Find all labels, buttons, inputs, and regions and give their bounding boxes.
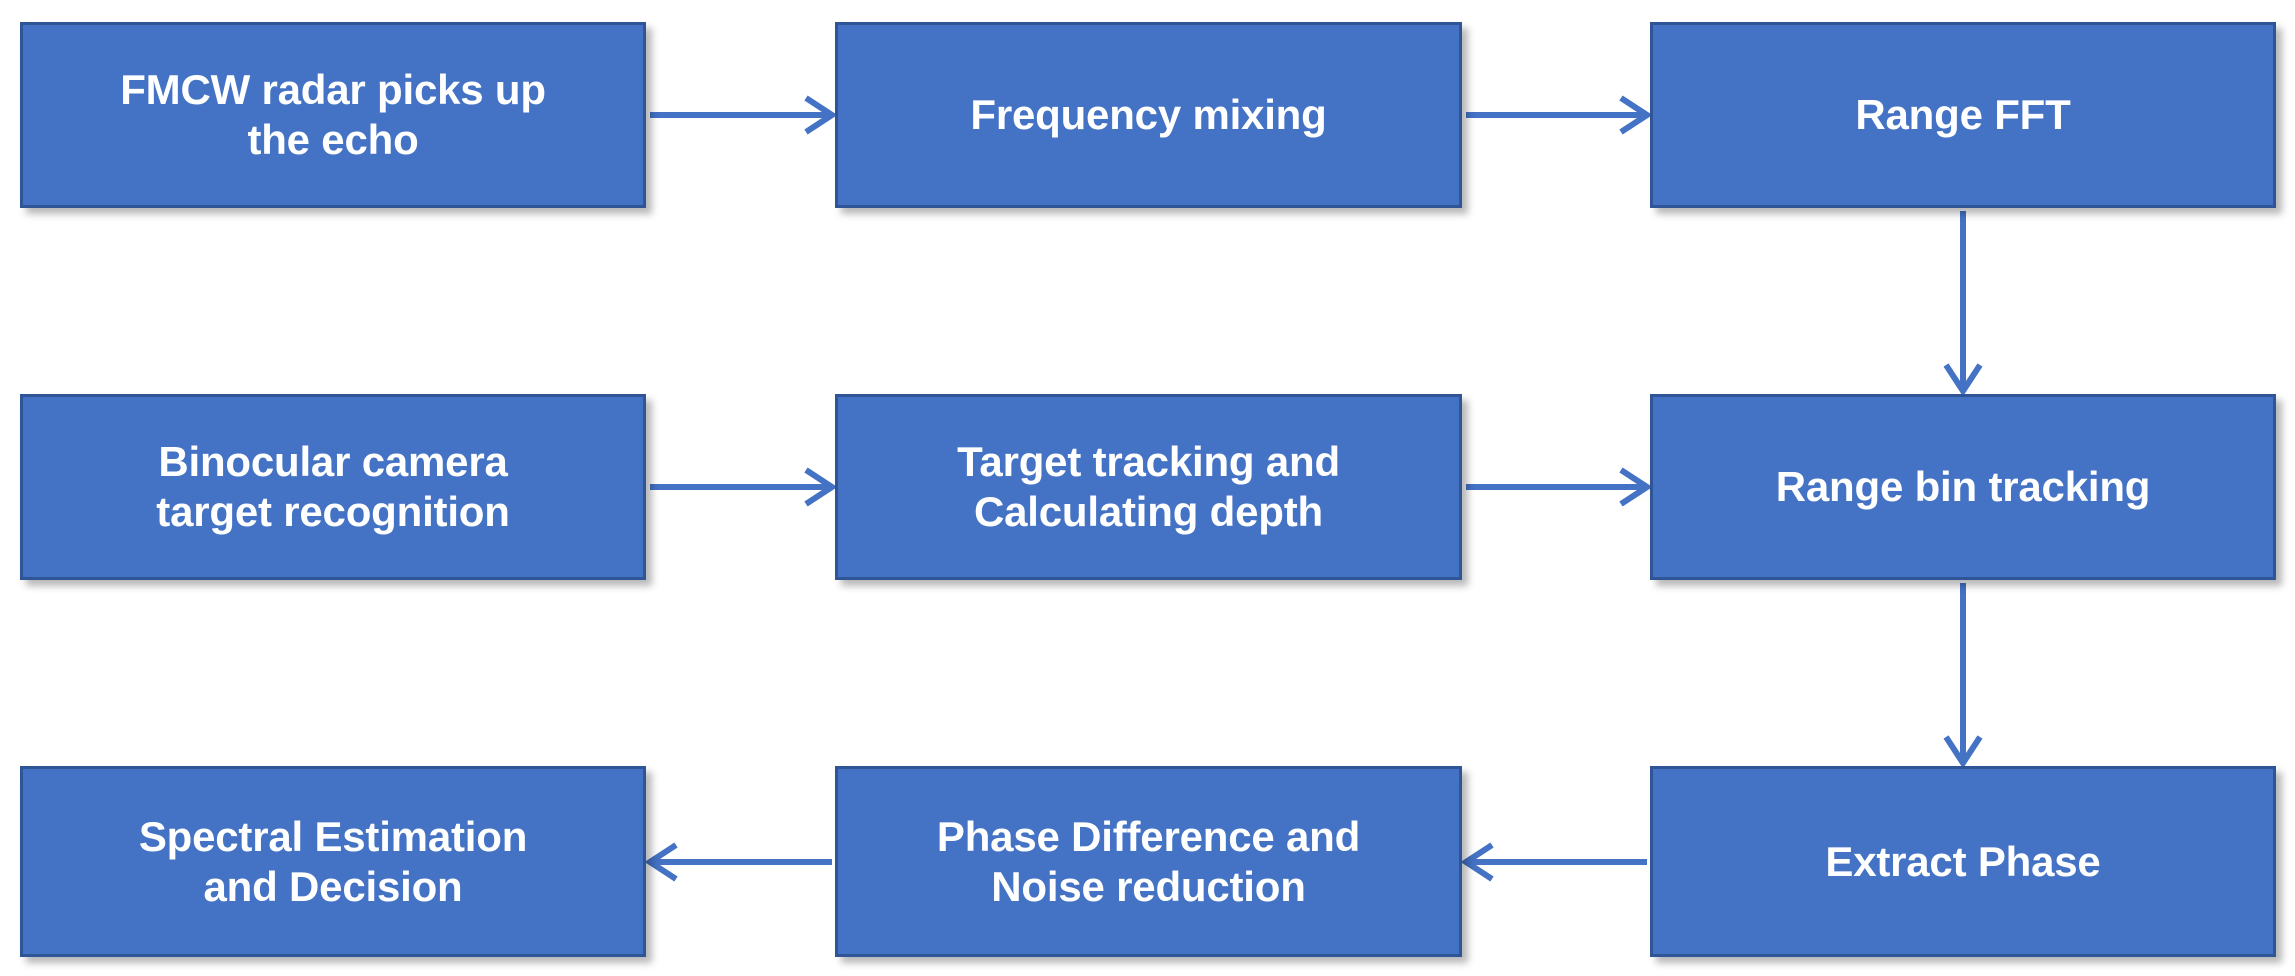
node-label: Extract Phase xyxy=(1825,837,2101,885)
node-label: Spectral Estimation and Decision xyxy=(138,812,528,910)
arrow-head xyxy=(804,95,838,135)
arrow-edge-mixing-to-rangefft xyxy=(1466,95,1653,135)
node-binocular-camera-target-recognition[interactable]: Binocular camera target recognition xyxy=(20,394,646,580)
arrow-edge-tracking-to-rangebin xyxy=(1466,467,1653,507)
arrow-head xyxy=(1619,95,1653,135)
arrow-head xyxy=(804,467,838,507)
node-phase-difference-and-noise-reduction[interactable]: Phase Difference and Noise reduction xyxy=(835,766,1462,957)
node-label: FMCW radar picks up the echo xyxy=(120,66,546,163)
arrow-edge-rangefft-to-rangebin xyxy=(1943,211,1983,397)
arrow-edge-phasediff-to-spectral xyxy=(644,842,832,882)
node-target-tracking-calculating-depth[interactable]: Target tracking and Calculating depth xyxy=(835,394,1462,580)
node-label: Phase Difference and Noise reduction xyxy=(936,812,1361,910)
node-frequency-mixing[interactable]: Frequency mixing xyxy=(835,22,1462,208)
arrow-head xyxy=(1460,842,1494,882)
node-spectral-estimation-and-decision[interactable]: Spectral Estimation and Decision xyxy=(20,766,646,957)
arrow-head xyxy=(644,842,678,882)
node-extract-phase[interactable]: Extract Phase xyxy=(1650,766,2276,957)
node-range-fft[interactable]: Range FFT xyxy=(1650,22,2276,208)
arrow-edge-echo-to-mixing xyxy=(650,95,838,135)
arrow-head xyxy=(1619,467,1653,507)
node-range-bin-tracking[interactable]: Range bin tracking xyxy=(1650,394,2276,580)
node-label: Frequency mixing xyxy=(970,91,1327,139)
node-label: Target tracking and Calculating depth xyxy=(957,438,1340,535)
arrow-edge-rangebin-to-extractphase xyxy=(1943,583,1983,769)
arrow-head xyxy=(1943,735,1983,769)
node-label: Range bin tracking xyxy=(1775,463,2151,511)
node-fmcw-radar-echo[interactable]: FMCW radar picks up the echo xyxy=(20,22,646,208)
node-label: Binocular camera target recognition xyxy=(156,438,510,535)
arrow-edge-binocular-to-tracking xyxy=(650,467,838,507)
node-label: Range FFT xyxy=(1855,91,2071,139)
arrow-head xyxy=(1943,363,1983,397)
arrow-edge-extractphase-to-phasediff xyxy=(1460,842,1647,882)
